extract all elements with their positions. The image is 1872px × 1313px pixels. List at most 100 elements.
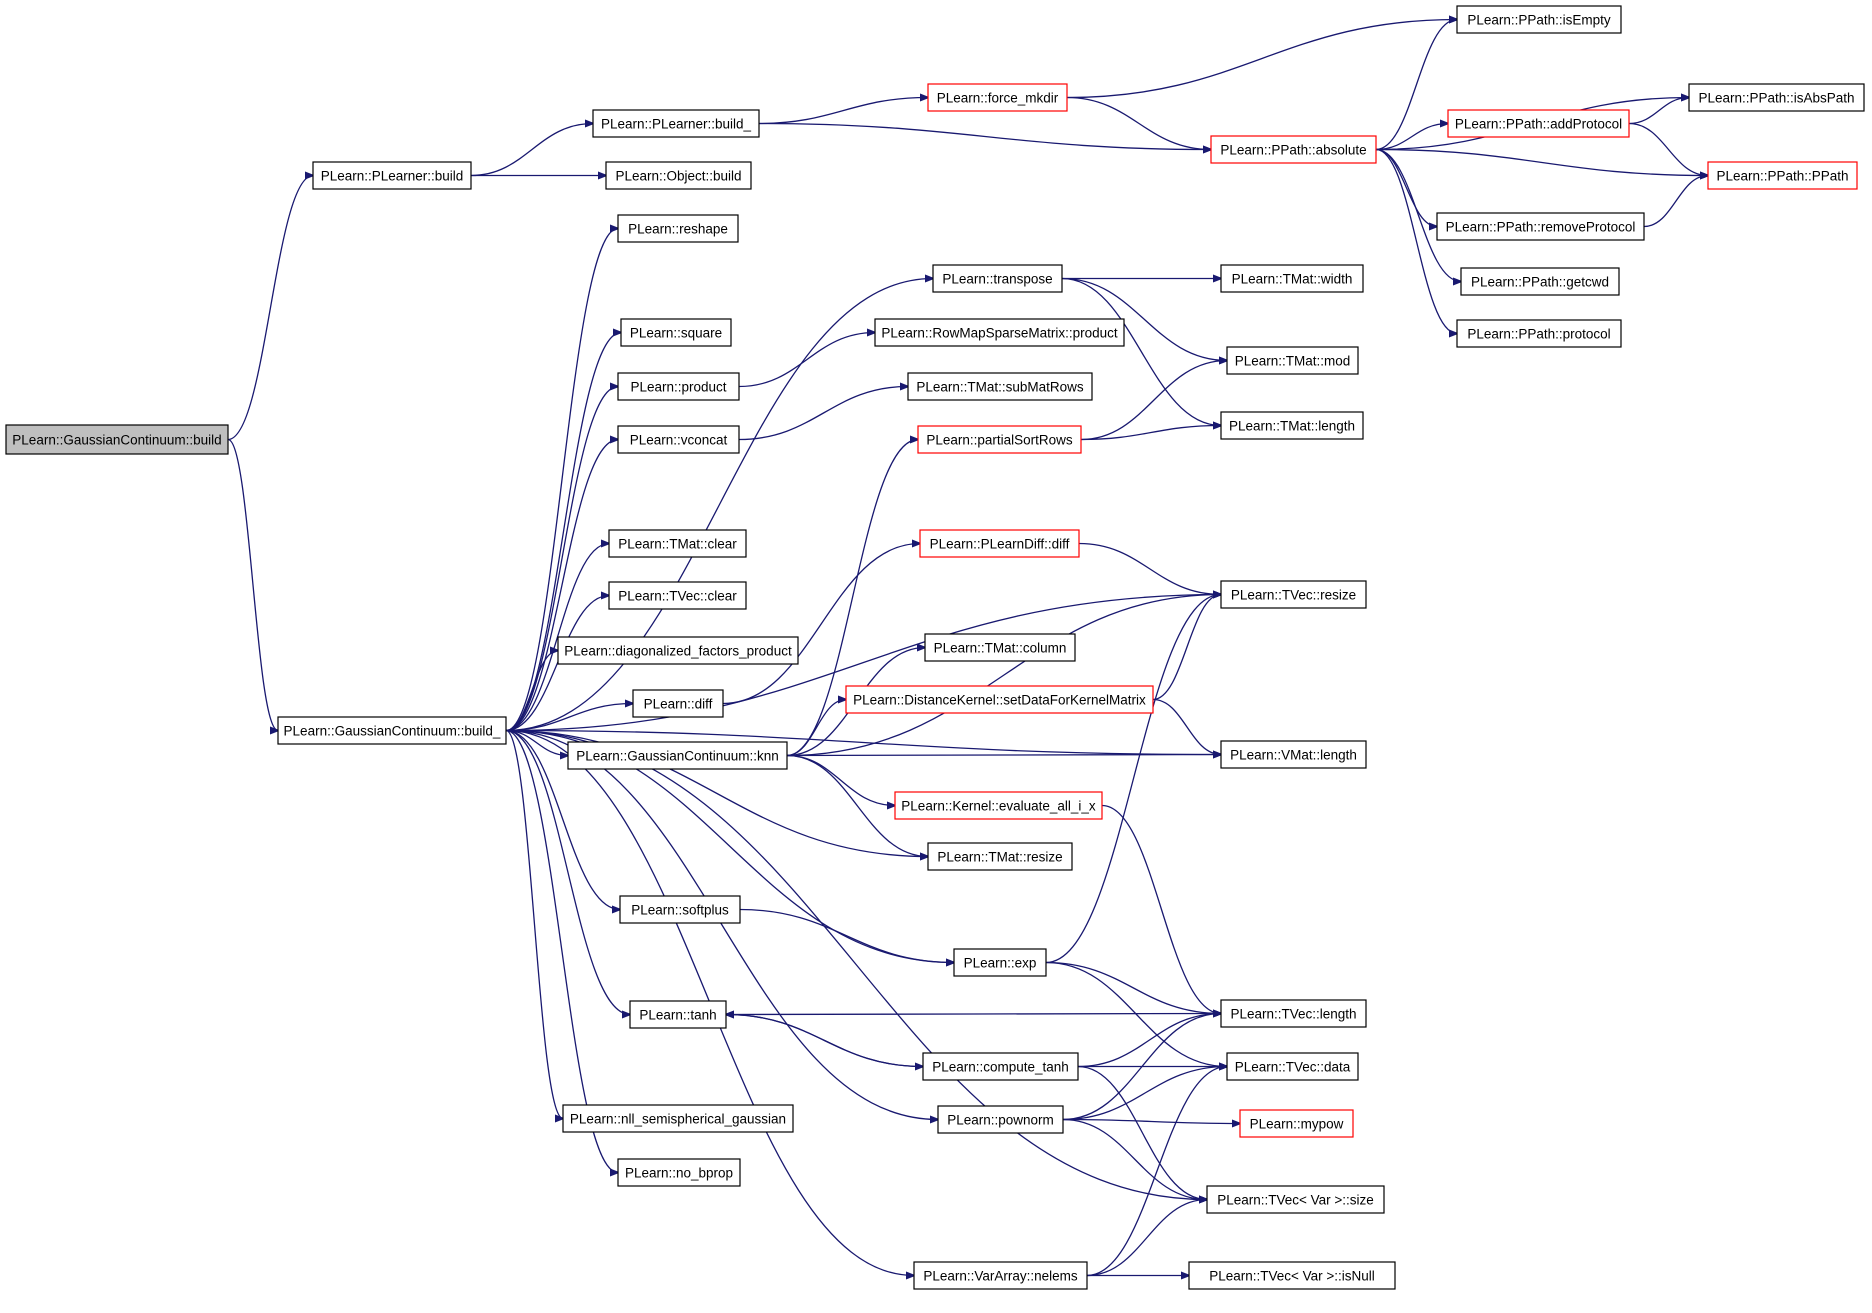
node-pp-isempty[interactable]: PLearn::PPath::isEmpty [1456,5,1622,34]
node-vararray-nelems[interactable]: PLearn::VarArray::nelems [913,1261,1088,1290]
node-pl-build[interactable]: PLearn::PLearner::build [312,161,472,190]
node-box [617,1158,741,1187]
node-label: PLearn::PPath::addProtocol [1455,117,1622,132]
node-diff[interactable]: PLearn::diff [632,689,724,718]
node-label: PLearn::PPath::protocol [1467,327,1610,342]
node-tvecvar-size[interactable]: PLearn::TVec< Var >::size [1206,1185,1385,1214]
edge-gc-build--to-diff [505,704,633,732]
node-label: PLearn::PPath::PPath [1716,169,1848,184]
node-label: PLearn::TMat::resize [937,850,1062,865]
node-label: PLearn::PPath::removeProtocol [1446,220,1636,235]
node-mypow[interactable]: PLearn::mypow [1239,1109,1354,1138]
node-label: PLearn::TVec::clear [618,589,737,604]
edge-pp-absolute-to-pp-addprotocol [1375,124,1448,151]
node-label: PLearn::Object::build [615,169,741,184]
node-exp[interactable]: PLearn::exp [953,948,1047,977]
node-tvec-length[interactable]: PLearn::TVec::length [1220,999,1367,1028]
node-box [953,948,1047,977]
node-pp-getcwd[interactable]: PLearn::PPath::getcwd [1460,267,1620,296]
node-transpose[interactable]: PLearn::transpose [932,264,1063,293]
node-compute-tanh[interactable]: PLearn::compute_tanh [922,1052,1079,1081]
node-plearndiff-diff[interactable]: PLearn::PLearnDiff::diff [919,529,1080,558]
node-tanh[interactable]: PLearn::tanh [629,1000,727,1029]
node-box [924,633,1076,662]
node-setdatakernel[interactable]: PLearn::DistanceKernel::setDataForKernel… [845,685,1154,714]
edge-force-mkdir-to-pp-absolute [1066,96,1211,150]
edge-pp-absolute-to-pp-isempty [1375,20,1457,151]
node-tmat-submatrows[interactable]: PLearn::TMat::subMatRows [907,372,1093,401]
node-box [1456,319,1622,348]
node-pp-isabspath[interactable]: PLearn::PPath::isAbsPath [1688,83,1865,112]
edge-compute-tanh-to-tvec-length [1077,1014,1221,1068]
edge-gc-build--to-softplus [505,729,620,910]
node-gc-build[interactable]: PLearn::GaussianContinuum::build [5,424,229,455]
node-label: PLearn::square [630,326,722,341]
node-obj-build[interactable]: PLearn::Object::build [605,161,752,190]
node-label: PLearn::nll_semispherical_gaussian [570,1112,786,1127]
node-diag-factors[interactable]: PLearn::diagonalized_factors_product [557,636,799,665]
node-gc-build-[interactable]: PLearn::GaussianContinuum::build_ [277,716,507,745]
node-box [1188,1261,1396,1290]
edge-pownorm-to-tvec-length [1062,1014,1221,1121]
node-tmat-length[interactable]: PLearn::TMat::length [1220,411,1364,440]
node-label: PLearn::compute_tanh [932,1060,1069,1075]
node-tmat-column[interactable]: PLearn::TMat::column [924,633,1076,662]
node-box [608,581,747,610]
node-label: PLearn::Kernel::evaluate_all_i_x [901,799,1096,814]
node-no-bprop[interactable]: PLearn::no_bprop [617,1158,741,1187]
node-tvecvar-isnull[interactable]: PLearn::TVec< Var >::isNull [1188,1261,1396,1290]
edge-vararray-nelems-to-tvecvar-size [1086,1200,1207,1277]
node-nll-semi[interactable]: PLearn::nll_semispherical_gaussian [562,1104,794,1133]
edge-force-mkdir-to-pp-isempty [1066,20,1457,99]
edge-gc-build--to-product [505,387,618,732]
node-box [277,716,507,745]
edge-pp-absolute-to-pp-getcwd [1375,148,1461,282]
edge-pp-absolute-to-pp-protocol [1375,148,1457,334]
node-softplus[interactable]: PLearn::softplus [619,895,741,924]
edge-product-to-rowmap-product [738,333,875,388]
node-pownorm[interactable]: PLearn::pownorm [937,1105,1064,1134]
edge-gc-build--to-vmat-length [505,729,1221,755]
edge-plearndiff-diff-to-tvec-resize [1078,542,1221,595]
node-partialsortrows[interactable]: PLearn::partialSortRows [917,425,1082,454]
node-vconcat[interactable]: PLearn::vconcat [617,425,740,454]
node-box [922,1052,1079,1081]
node-reshape[interactable]: PLearn::reshape [617,214,739,243]
node-tmat-width[interactable]: PLearn::TMat::width [1220,264,1364,293]
edge-compute-tanh-to-tvecvar-size [1077,1065,1207,1200]
node-label: PLearn::GaussianContinuum::build [12,433,221,448]
node-pp-ppath[interactable]: PLearn::PPath::PPath [1707,161,1858,190]
node-tvec-resize[interactable]: PLearn::TVec::resize [1220,580,1367,609]
edge-vararray-nelems-to-tvec-data [1086,1067,1227,1277]
edge-pl-build-to-pl-build- [470,124,593,177]
node-pp-absolute[interactable]: PLearn::PPath::absolute [1210,135,1377,164]
node-square[interactable]: PLearn::square [620,318,732,347]
node-label: PLearn::TMat::length [1229,419,1355,434]
node-pp-addprotocol[interactable]: PLearn::PPath::addProtocol [1447,109,1630,138]
node-box [617,214,739,243]
node-gc-knn[interactable]: PLearn::GaussianContinuum::knn [567,741,788,770]
node-tmat-clear[interactable]: PLearn::TMat::clear [608,529,747,558]
node-pp-protocol[interactable]: PLearn::PPath::protocol [1456,319,1622,348]
node-rowmap-product[interactable]: PLearn::RowMapSparseMatrix::product [874,318,1125,347]
node-force-mkdir[interactable]: PLearn::force_mkdir [927,83,1068,112]
node-pl-build-[interactable]: PLearn::PLearner::build_ [592,109,760,138]
node-tvec-data[interactable]: PLearn::TVec::data [1226,1052,1359,1081]
node-product[interactable]: PLearn::product [617,372,740,401]
edges-layer [227,20,1708,1277]
edge-pp-absolute-to-pp-removeprotocol [1375,148,1437,227]
node-box [1460,267,1620,296]
node-pp-removeprotocol[interactable]: PLearn::PPath::removeProtocol [1436,212,1645,241]
node-label: PLearn::reshape [628,222,728,237]
node-box [617,425,740,454]
edge-pp-absolute-to-pp-ppath [1375,148,1708,176]
node-evaluate-all[interactable]: PLearn::Kernel::evaluate_all_i_x [894,791,1103,820]
node-box [1220,999,1367,1028]
node-tmat-mod[interactable]: PLearn::TMat::mod [1226,346,1359,375]
node-tmat-resize[interactable]: PLearn::TMat::resize [927,842,1073,871]
edge-gc-build--to-no-bprop [505,729,618,1173]
node-label: PLearn::TMat::mod [1235,354,1351,369]
node-label: PLearn::TVec< Var >::isNull [1209,1269,1375,1284]
node-tvec-clear[interactable]: PLearn::TVec::clear [608,581,747,610]
node-vmat-length[interactable]: PLearn::VMat::length [1220,740,1367,769]
